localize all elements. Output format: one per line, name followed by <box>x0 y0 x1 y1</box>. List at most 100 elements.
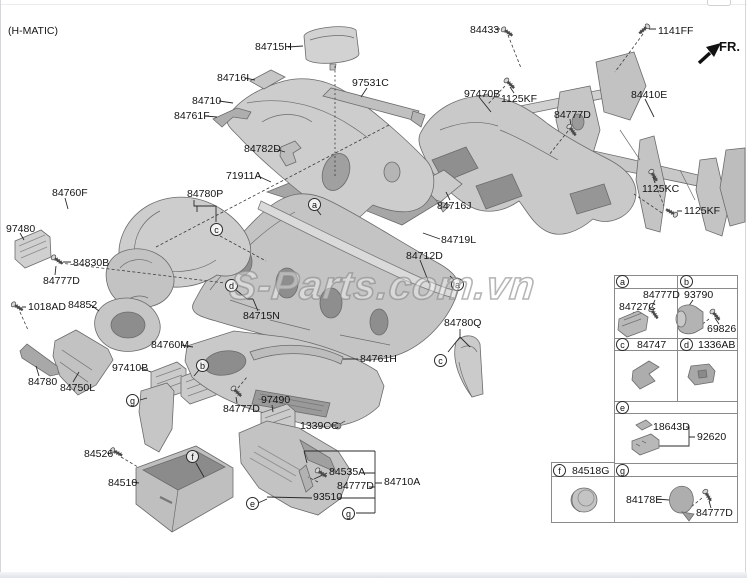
part-label-84760M: 84760M <box>151 339 189 351</box>
part-label-84716I: 84716I <box>217 72 250 84</box>
part-label-1125KC: 1125KC <box>642 183 680 195</box>
legend-part-1336AB: 1336AB <box>698 339 736 351</box>
carrier-frame-shape <box>192 193 459 361</box>
legend-callout-f: f <box>553 464 566 477</box>
part-label-84712D: 84712D <box>406 250 443 262</box>
part-label-1141FF: 1141FF <box>658 25 694 37</box>
legend-divider <box>615 338 737 339</box>
legend-callout-b: b <box>680 275 693 288</box>
side-vent-97480-shape <box>14 229 52 269</box>
part-label-84715H: 84715H <box>255 41 292 53</box>
callout-d: d <box>225 279 238 292</box>
pad-84716I-shape <box>249 69 286 90</box>
callout-c-1: c <box>210 223 223 236</box>
part-label-84777D-left: 84777D <box>43 275 80 287</box>
part-label-84510: 84510 <box>108 477 138 489</box>
crash-pad-main-shape <box>226 78 435 226</box>
side-panel-84780Q-shape <box>454 335 484 398</box>
fr-direction-label: FR. <box>719 39 740 54</box>
leader-lines <box>19 28 720 514</box>
page-left-border <box>0 0 1 578</box>
part-label-84777D-bottom: 84777D <box>337 480 374 492</box>
center-stack-shape <box>238 420 352 516</box>
part-label-84535A: 84535A <box>329 466 366 478</box>
legend-divider <box>615 463 737 464</box>
callout-e: e <box>246 497 259 510</box>
part-label-84761F: 84761F <box>174 110 210 122</box>
part-label-84760F: 84760F <box>52 187 88 199</box>
part-label-97490: 97490 <box>261 394 291 406</box>
part-label-97410B: 97410B <box>112 362 149 374</box>
part-label-97531C: 97531C <box>352 77 389 89</box>
part-label-84719L: 84719L <box>441 234 477 246</box>
legend-divider <box>552 476 614 477</box>
part-label-84715N: 84715N <box>243 310 280 322</box>
legend-part-69826: 69826 <box>707 323 737 335</box>
callout-f: f <box>186 450 199 463</box>
part-label-84780: 84780 <box>28 376 58 388</box>
legend-callout-d: d <box>680 338 693 351</box>
legend-divider <box>615 288 737 289</box>
legend-table <box>614 275 738 523</box>
legend-part-84747: 84747 <box>637 339 667 351</box>
callout-a-2: a <box>451 278 464 291</box>
part-label-84782D: 84782D <box>244 143 281 155</box>
legend-part-84777D-a: 84777D <box>643 289 680 301</box>
lower-panel-84750L-shape <box>52 329 114 396</box>
callout-c-2: c <box>434 354 447 367</box>
side-panel-g-shape <box>138 382 175 453</box>
part-label-84780P: 84780P <box>187 188 224 200</box>
legend-callout-c: c <box>616 338 629 351</box>
defroster-strip-97531C-shape <box>322 87 426 128</box>
pad-84715H-shape <box>303 26 360 71</box>
part-label-1125KF-a: 1125KF <box>501 93 537 105</box>
legend-part-84777D-g: 84777D <box>696 507 733 519</box>
part-label-84433: 84433 <box>470 24 500 36</box>
callout-a-1: a <box>308 198 321 211</box>
legend-divider <box>677 276 678 401</box>
part-label-84777D-mid: 84777D <box>223 403 260 415</box>
fr-direction-arrow <box>697 43 721 65</box>
glove-box-84510-shape <box>135 445 234 533</box>
callout-g-2: g <box>342 507 355 520</box>
part-label-71911A: 71911A <box>226 170 262 182</box>
part-label-84716J: 84716J <box>437 200 472 212</box>
legend-callout-e: e <box>616 401 629 414</box>
part-label-1339CC: 1339CC <box>300 420 339 432</box>
legend-table-f-cell <box>551 462 615 523</box>
part-label-84710: 84710 <box>192 95 222 107</box>
part-label-93510: 93510 <box>313 491 343 503</box>
part-label-97470B: 97470B <box>464 88 501 100</box>
clip-1339CC-icon <box>334 420 346 430</box>
column-shroud-84852-shape <box>94 297 161 352</box>
legend-part-18643D: 18643D <box>653 421 690 433</box>
page-bottom-bar <box>0 572 747 578</box>
part-label-84526: 84526 <box>84 448 114 460</box>
callout-g-1: g <box>126 394 139 407</box>
trim-strip-84712D-shape <box>257 200 458 299</box>
legend-part-84518G: 84518G <box>572 465 610 477</box>
legend-divider <box>615 401 737 402</box>
strip-84535A-shape <box>298 464 314 493</box>
part-label-84852: 84852 <box>68 299 98 311</box>
callout-b: b <box>196 359 209 372</box>
variant-note-label: (H-MATIC) <box>8 25 58 37</box>
legend-part-drawings <box>570 304 716 522</box>
page-right-border <box>745 0 746 578</box>
duct-84782D-shape <box>279 140 302 167</box>
part-label-1018AD: 1018AD <box>28 301 66 313</box>
legend-divider <box>615 476 737 477</box>
legend-callout-a: a <box>616 275 629 288</box>
part-label-84780Q: 84780Q <box>444 317 482 329</box>
corner-artifact <box>707 0 731 6</box>
garnish-84780-shape <box>19 343 60 377</box>
legend-part-84178E: 84178E <box>626 494 663 506</box>
part-label-84750L: 84750L <box>60 382 96 394</box>
garnish-84761H-shape <box>249 344 344 365</box>
page-top-border <box>0 4 747 5</box>
legend-divider <box>615 413 737 414</box>
legend-part-84727C: 84727C <box>619 301 656 313</box>
part-label-84830B: 84830B <box>73 257 110 269</box>
